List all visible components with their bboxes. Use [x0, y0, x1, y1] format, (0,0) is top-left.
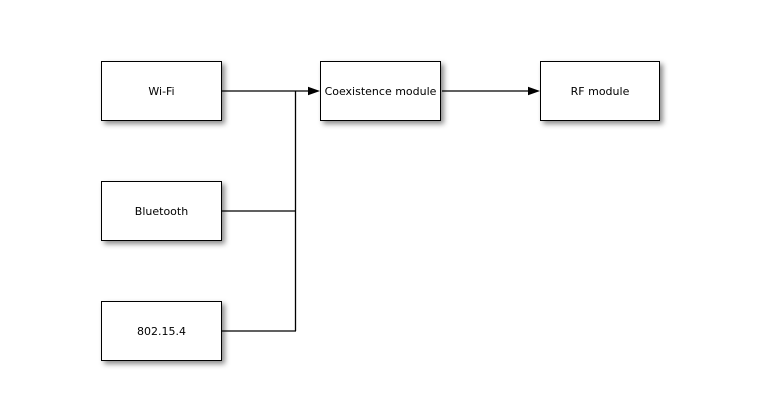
node-coexistence-module: Coexistence module	[320, 61, 441, 121]
node-bluetooth: Bluetooth	[101, 181, 222, 241]
node-coexistence-module-label: Coexistence module	[324, 84, 437, 98]
node-802-15-4: 802.15.4	[101, 301, 222, 361]
arrowhead-coexistence	[308, 86, 320, 96]
node-rf-module-label: RF module	[570, 84, 630, 98]
arrowhead-rf	[528, 86, 540, 96]
node-wifi: Wi-Fi	[101, 61, 222, 121]
node-wifi-label: Wi-Fi	[148, 84, 175, 98]
node-rf-module: RF module	[540, 61, 660, 121]
node-802-15-4-label: 802.15.4	[137, 324, 186, 338]
node-bluetooth-label: Bluetooth	[134, 204, 189, 218]
